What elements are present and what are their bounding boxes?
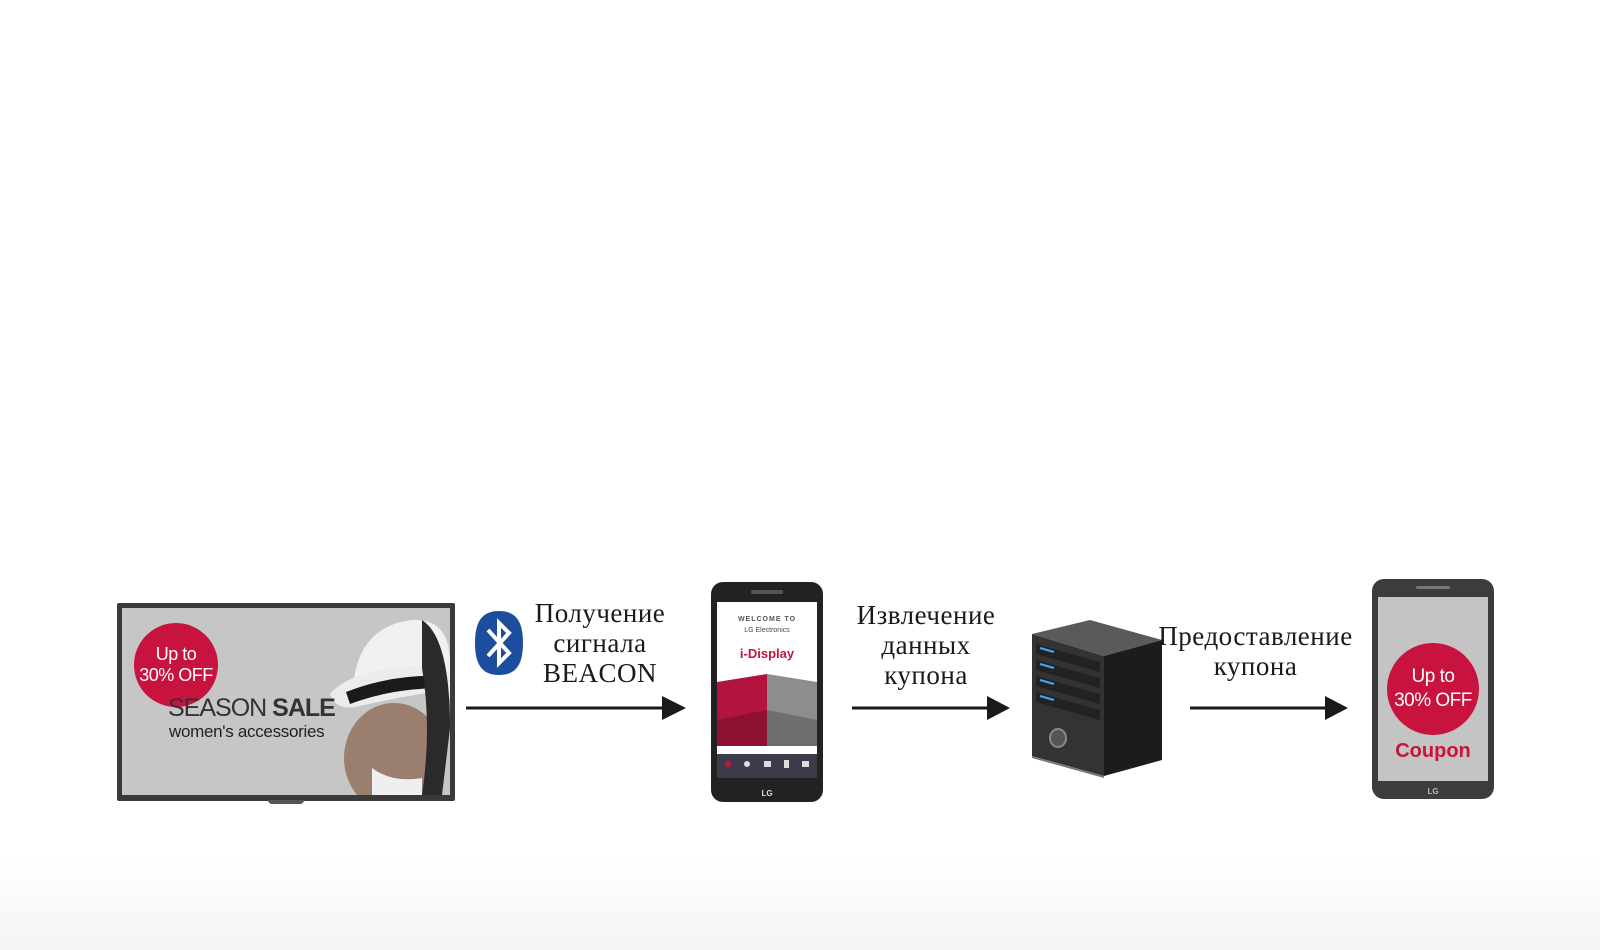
tab-icons [717,754,817,778]
caption-line: Получение [525,598,675,628]
phone-logo: LG [711,789,823,798]
digital-signage-display: Up to 30% OFF SEASON SALE women's access… [117,603,455,801]
caption-line: данных [842,630,1010,660]
server-icon [1032,620,1166,778]
app-tab-bar [717,754,817,778]
coupon-label: Coupon [1378,740,1488,763]
caption-line: купона [1148,651,1363,681]
step-3-caption: Предоставление купона [1148,621,1363,681]
phone-speaker [751,590,783,594]
caption-line: сигнала [525,628,675,658]
caption-line: BEACON [525,658,675,688]
sale-subtitle: women's accessories [169,722,324,742]
welcome-text: WELCOME TO [717,616,817,623]
caption-line: купона [842,660,1010,690]
step-1-caption: Получение сигнала BEACON [525,598,675,688]
smartphone-coupon: Up to 30% OFF Coupon LG [1372,579,1494,799]
arrow-icon [852,694,1010,724]
app-screen: WELCOME TO LG Electronics i-Display [717,602,817,778]
discount-badge: Up to 30% OFF [1387,643,1479,735]
bluetooth-icon [474,609,524,677]
tv-stand [268,800,304,804]
sale-title: SEASON SALE [168,694,335,723]
arrow-icon [466,694,686,724]
app-tiles [717,674,817,746]
caption-line: Извлечение [842,600,1010,630]
app-name: i-Display [717,646,817,661]
phone-logo: LG [1372,787,1494,796]
arrow-icon [1190,694,1348,724]
brand-text: LG Electronics [717,627,817,634]
smartphone-app: WELCOME TO LG Electronics i-Display LG [711,582,823,802]
coupon-screen: Up to 30% OFF Coupon [1378,597,1488,781]
signage-screen: Up to 30% OFF SEASON SALE women's access… [122,608,450,795]
caption-line: Предоставление [1148,621,1363,651]
step-2-caption: Извлечение данных купона [842,600,1010,690]
phone-speaker [1416,586,1450,589]
